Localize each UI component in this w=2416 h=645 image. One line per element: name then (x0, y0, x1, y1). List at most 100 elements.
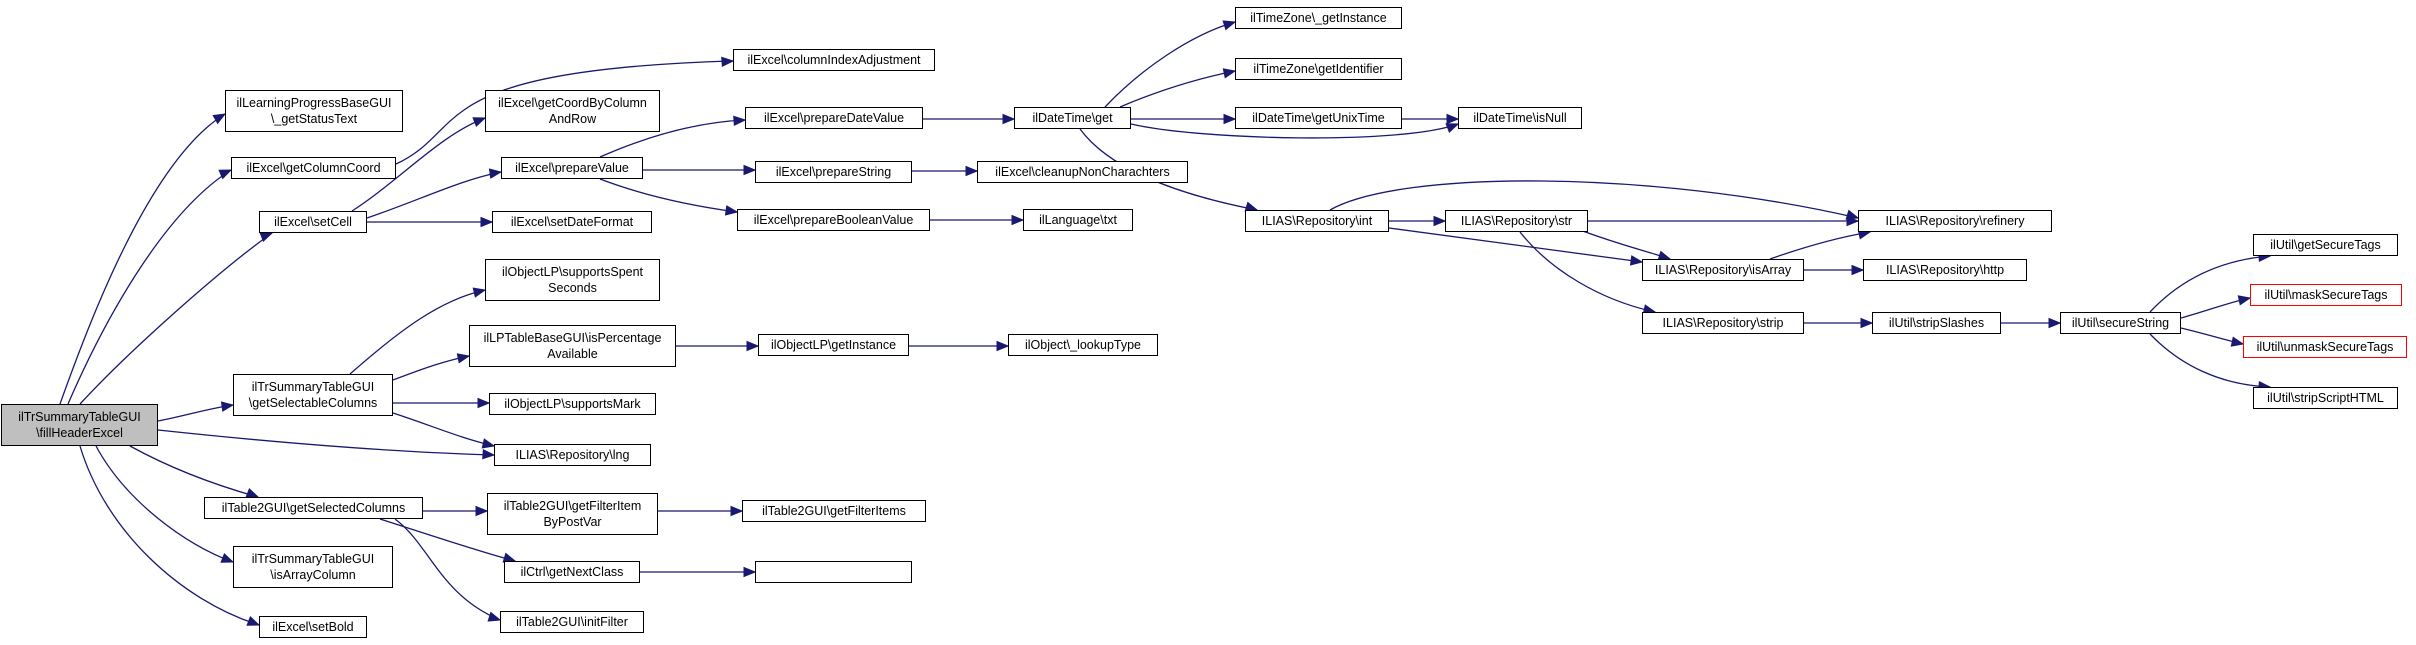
node-objectlp-supportsspentseconds[interactable]: ilObjectLP\supportsSpent Seconds (485, 259, 660, 301)
arrowhead-root-lng (482, 448, 496, 460)
arrowhead-securestring-unmasksecure (2230, 336, 2245, 347)
node-lptablebase-ispercentageavailable[interactable]: ilLPTableBaseGUI\isPercentage Available (469, 325, 676, 367)
arrowhead-getselectable-supportsspent (472, 287, 487, 298)
edge-repoint-isarray (1388, 227, 1643, 263)
arrowhead-preparedate-dtget (1002, 113, 1016, 125)
node-excel-getcolumncoord[interactable]: ilExcel\getColumnCoord (231, 157, 396, 179)
node-objectlp-supportsmark[interactable]: ilObjectLP\supportsMark (489, 393, 656, 415)
arrowhead-setcell-getcoordby (472, 117, 487, 128)
arrowhead-setcell-setdateformat (480, 216, 494, 228)
node-excel-setdateformat[interactable]: ilExcel\setDateFormat (492, 211, 652, 233)
node-excel-setcell[interactable]: ilExcel\setCell (259, 211, 367, 233)
node-lp-getstatustext[interactable]: ilLearningProgressBaseGUI \_getStatusTex… (225, 90, 403, 132)
arrowhead-dtget-tzgetinst (1222, 20, 1237, 31)
node-excel-setbold[interactable]: ilExcel\setBold (259, 616, 367, 638)
node-table2-initfilter[interactable]: ilTable2GUI\initFilter (500, 611, 644, 633)
node-table2-getfilteritembypostvar[interactable]: ilTable2GUI\getFilterItem ByPostVar (487, 493, 658, 535)
edge-getselectable-supportsspent (349, 289, 486, 375)
arrowhead-dtget-dtisnull (1445, 123, 1460, 134)
node-datetime-get[interactable]: ilDateTime\get (1014, 107, 1131, 129)
node-excel-columnindexadjustment[interactable]: ilExcel\columnIndexAdjustment (733, 49, 935, 71)
arrowhead-getselectable-lng (481, 438, 496, 449)
node-util-stripslashes[interactable]: ilUtil\stripSlashes (1872, 312, 2001, 334)
node-object-lookuptype[interactable]: ilObject\_lookupType (1008, 334, 1158, 356)
arrowhead-root-isarraycolumn (220, 552, 235, 563)
edge-root-getselected (129, 445, 259, 498)
node-util-masksecuretags[interactable]: ilUtil\maskSecureTags (2250, 284, 2402, 306)
arrowhead-stripslashes-securestring (2048, 317, 2062, 329)
node-util-stripscripthtml[interactable]: ilUtil\stripScriptHTML (2253, 387, 2398, 409)
arrowhead-preparestring-cleanup (965, 165, 979, 177)
node-excel-cleanupnoncharachters[interactable]: ilExcel\cleanupNonCharachters (977, 161, 1188, 183)
edge-root-setbold (79, 445, 260, 626)
arrowhead-repostr-refinery (1846, 215, 1860, 227)
arrowhead-getselectable-supportsmark (477, 397, 491, 409)
edge-repostr-repostrip (1519, 231, 1656, 313)
node-getselectablecolumns[interactable]: ilTrSummaryTableGUI \getSelectableColumn… (233, 374, 393, 416)
arrowhead-getnextclass-getclassbyobj (743, 566, 757, 578)
node-objectlp-getinstance[interactable]: ilObjectLP\getInstance (758, 334, 909, 356)
node-excel-preparebooleanvalue[interactable]: ilExcel\prepareBooleanValue (737, 209, 930, 231)
node-repository-isarray[interactable]: ILIAS\Repository\isArray (1642, 259, 1804, 281)
node-ctrl-getnextclass[interactable]: ilCtrl\getNextClass (504, 561, 640, 583)
node-root-fillheaderexcel: ilTrSummaryTableGUI \fillHeaderExcel (1, 404, 158, 446)
node-util-unmasksecuretags[interactable]: ilUtil\unmaskSecureTags (2243, 336, 2407, 358)
node-repository-refinery[interactable]: ILIAS\Repository\refinery (1858, 210, 2052, 232)
edge-isarray-refinery (1769, 231, 1871, 260)
arrowhead-dtget-tzgetid (1222, 68, 1237, 79)
node-util-securestring[interactable]: ilUtil\secureString (2060, 312, 2181, 334)
arrowhead-preparebool-langtxt (1011, 214, 1025, 226)
node-timezone-getidentifier[interactable]: ilTimeZone\getIdentifier (1235, 58, 1402, 80)
edge-repostr-isarray (1579, 229, 1671, 260)
arrowhead-getselected-getfilteritemby (475, 505, 489, 517)
node-table2-getselectedcolumns[interactable]: ilTable2GUI\getSelectedColumns (204, 497, 423, 519)
edge-getcolumncoord-colindexadj (395, 60, 734, 165)
arrowhead-dtunix-dtisnull (1446, 113, 1460, 125)
node-repository-str[interactable]: ILIAS\Repository\str (1445, 210, 1588, 232)
node-excel-getcoordbycolumnandrow[interactable]: ilExcel\getCoordByColumn AndRow (485, 90, 660, 132)
arrowhead-getcolumncoord-colindexadj (721, 56, 735, 68)
arrowhead-setcell-preparevalue (488, 168, 503, 179)
edge-root-getcolumncoord (67, 169, 232, 405)
node-repository-http[interactable]: ILIAS\Repository\http (1863, 259, 2027, 281)
arrowhead-root-getselectable (220, 401, 235, 412)
edge-getselectable-lng (392, 412, 495, 447)
edge-preparevalue-preparedate (599, 119, 746, 158)
node-isarraycolumn[interactable]: ilTrSummaryTableGUI \isArrayColumn (233, 546, 393, 588)
node-language-txt[interactable]: ilLanguage\txt (1023, 209, 1133, 231)
edge-getselected-getnextclass (379, 518, 516, 562)
arrowhead-isarray-http (1851, 264, 1865, 276)
arrowhead-repoint-isarray (1629, 255, 1644, 266)
node-repository-int[interactable]: ILIAS\Repository\int (1245, 210, 1389, 232)
arrowhead-preparevalue-preparedate (733, 115, 747, 127)
node-repository-lng[interactable]: ILIAS\Repository\lng (494, 444, 651, 466)
arrowhead-getselectable-ispercentage (456, 353, 471, 364)
arrowhead-preparevalue-preparebool (724, 205, 739, 216)
edge-preparevalue-preparebool (599, 178, 738, 213)
node-repository-strip[interactable]: ILIAS\Repository\strip (1642, 312, 1804, 334)
edge-root-isarraycolumn (95, 445, 234, 563)
node-excel-preparedatevalue[interactable]: ilExcel\prepareDateValue (745, 107, 923, 129)
arrowhead-dtget-dtunix (1223, 113, 1237, 125)
node-excel-preparestring[interactable]: ilExcel\prepareString (755, 161, 912, 183)
edge-root-setcell (79, 232, 273, 405)
node-excel-preparevalue[interactable]: ilExcel\prepareValue (501, 157, 643, 179)
node-util-getsecuretags[interactable]: ilUtil\getSecureTags (2253, 234, 2398, 256)
arrowhead-preparevalue-preparestring (743, 164, 757, 176)
node-datetime-getunixtime[interactable]: ilDateTime\getUnixTime (1235, 107, 1402, 129)
arrowhead-securestring-masksecure (2237, 295, 2252, 306)
edge-getselectable-ispercentage (392, 355, 470, 381)
node-table2-getfilteritems[interactable]: ilTable2GUI\getFilterItems (742, 500, 926, 522)
arrowhead-root-getcolumncoord (218, 169, 233, 180)
edge-root-lng (157, 429, 495, 456)
arrowhead-root-setbold (246, 615, 261, 626)
node-timezone-getinstance[interactable]: ilTimeZone\_getInstance (1235, 7, 1402, 29)
arrowhead-repostrip-stripslashes (1860, 317, 1874, 329)
arrowhead-root-lp-status (212, 113, 227, 125)
edge-dtget-tzgetinst (1104, 21, 1236, 108)
node-ctrl-getclassbyobject[interactable] (755, 561, 912, 583)
node-datetime-isnull[interactable]: ilDateTime\isNull (1458, 107, 1582, 129)
edge-getselected-initfilter (394, 518, 501, 621)
arrowhead-root-getselected (245, 487, 260, 498)
edge-dtget-tzgetid (1119, 70, 1236, 108)
